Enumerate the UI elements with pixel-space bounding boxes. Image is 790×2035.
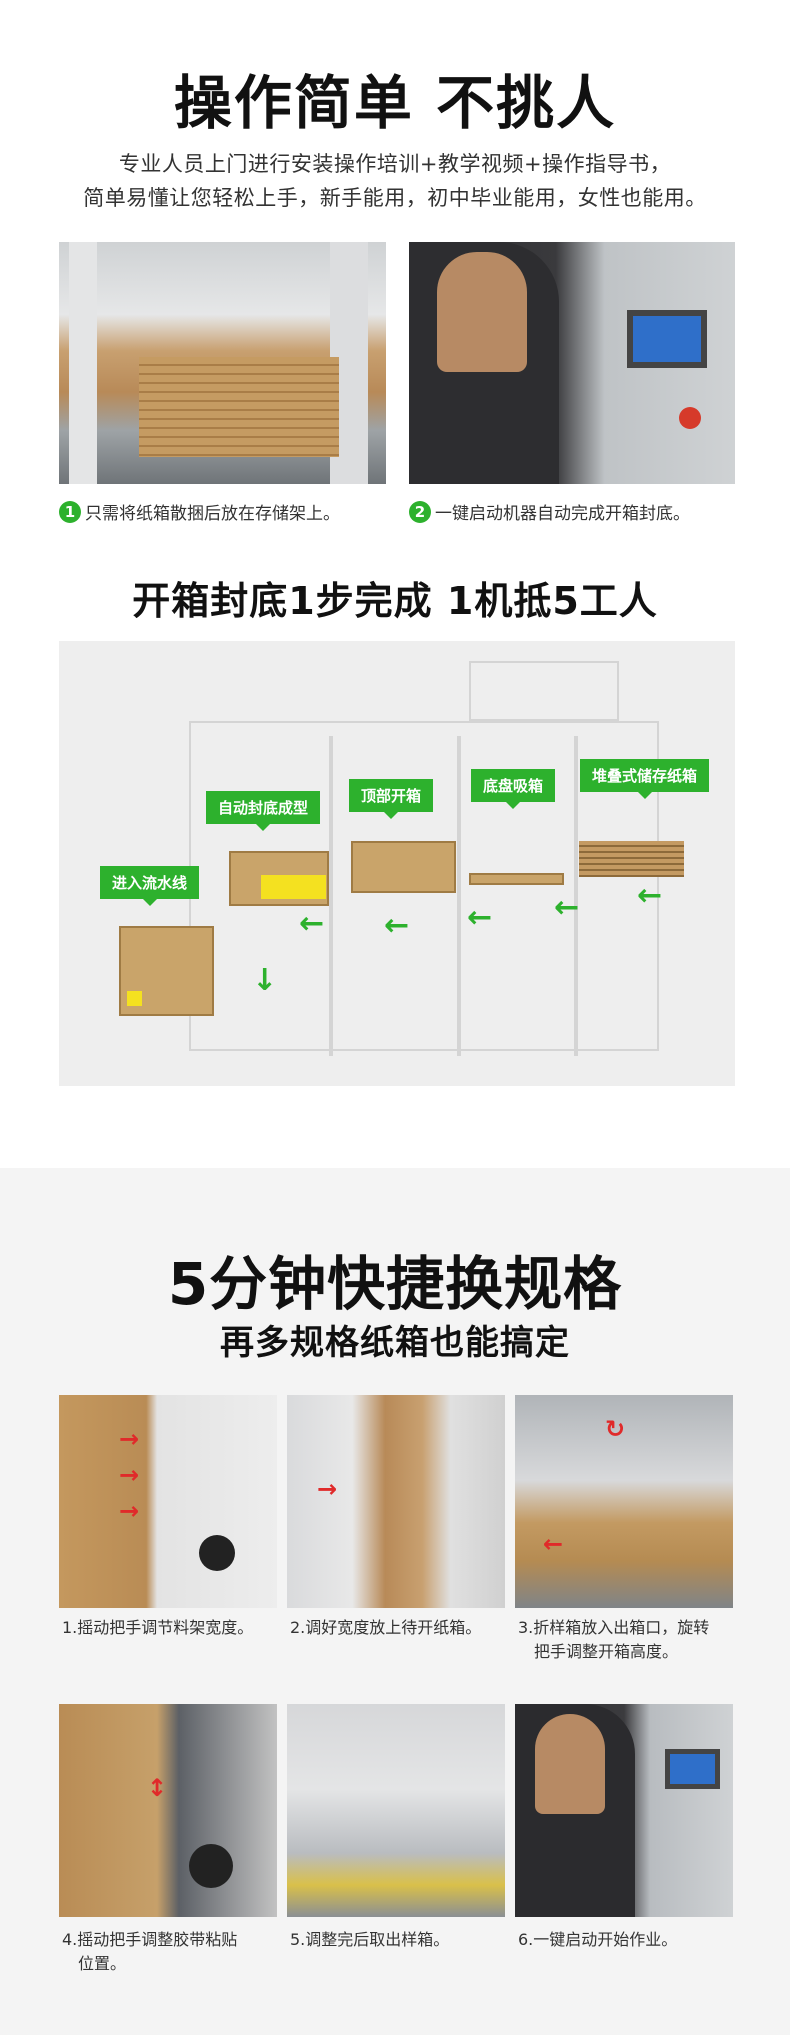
machine-outline [329, 736, 333, 1056]
carton-finished [119, 926, 214, 1016]
step-caption-quick-4: 4.摇动把手调整胶带粘贴 位置。 [62, 1928, 292, 1976]
carton-flat-suction [469, 873, 564, 885]
section-subtitle-line2: 简单易懂让您轻松上手，新手能用，初中毕业能用，女性也能用。 [83, 186, 707, 210]
step-caption-quick-6: 6.一键启动开始作业。 [518, 1928, 748, 1952]
step-caption-line: 位置。 [78, 1954, 127, 1973]
step-caption-line: 把手调整开箱高度。 [534, 1642, 679, 1661]
step-caption-quick-2: 2.调好宽度放上待开纸箱。 [290, 1616, 520, 1640]
photo-step-2: → [287, 1395, 505, 1608]
section-title-one-step: 开箱封底1步完成 1机抵5工人 [132, 579, 658, 623]
section-subtitle-quick-change: 再多规格纸箱也能搞定 [220, 1323, 570, 1363]
tag-stacked-storage: 堆叠式储存纸箱 [580, 759, 710, 799]
photo-carton-storage-rack [59, 242, 386, 484]
section-title-easy-operation: 操作简单 不挑人 [173, 69, 617, 137]
step-caption-line: 2.调好宽度放上待开纸箱。 [290, 1618, 482, 1637]
step-caption-line: 6.一键启动开始作业。 [518, 1930, 678, 1949]
photo-step-6 [515, 1704, 733, 1917]
section-title-quick-change: 5分钟快捷换规格 [167, 1250, 623, 1318]
step-caption-line: 5.调整完后取出样箱。 [290, 1930, 450, 1949]
arrow-left-icon: ← [384, 908, 410, 943]
step-caption-line: 3.折样箱放入出箱口，旋转 [518, 1618, 710, 1637]
carton-stack [579, 841, 684, 877]
machine-outline [457, 736, 461, 1056]
photo-operator-touchscreen [409, 242, 735, 484]
tag-enter-line: 进入流水线 [100, 866, 200, 906]
arrow-left-icon: ← [467, 900, 493, 935]
carton-top-open [351, 841, 456, 893]
step-caption-quick-5: 5.调整完后取出样箱。 [290, 1928, 520, 1952]
arrow-down-icon: ↓ [252, 963, 278, 998]
machine-outline [469, 661, 619, 721]
machine-outline [574, 736, 578, 1056]
step-caption-text: 一键启动机器自动完成开箱封底。 [435, 504, 690, 524]
photo-step-1: → → → [59, 1395, 277, 1608]
carton-bottom-sealed [229, 851, 329, 906]
tag-suction-base: 底盘吸箱 [471, 769, 556, 809]
step-number-badge: 2 [409, 500, 431, 523]
step-caption-text: 只需将纸箱散捆后放在存储架上。 [85, 504, 340, 524]
step-caption-line: 1.摇动把手调节料架宽度。 [62, 1618, 254, 1637]
tag-auto-bottom-seal: 自动封底成型 [206, 791, 321, 831]
arrow-left-icon: ← [637, 878, 663, 913]
step-number-badge: 1 [59, 500, 81, 523]
photo-step-5 [287, 1704, 505, 1917]
tag-top-open: 顶部开箱 [349, 779, 434, 819]
photo-step-4: ↕ [59, 1704, 277, 1917]
arrow-left-icon: ← [299, 906, 325, 941]
arrow-left-icon: ← [554, 890, 580, 925]
step-caption-quick-1: 1.摇动把手调节料架宽度。 [62, 1616, 292, 1640]
section-subtitle-line1: 专业人员上门进行安装操作培训+教学视频+操作指导书， [118, 152, 672, 176]
step-caption-1: 1 只需将纸箱散捆后放在存储架上。 [59, 499, 340, 524]
step-caption-quick-3: 3.折样箱放入出箱口，旋转 把手调整开箱高度。 [518, 1616, 748, 1664]
step-caption-line: 4.摇动把手调整胶带粘贴 [62, 1930, 238, 1949]
step-caption-2: 2 一键启动机器自动完成开箱封底。 [409, 499, 690, 524]
process-diagram: 进入流水线 自动封底成型 顶部开箱 底盘吸箱 堆叠式储存纸箱 ← ← ← ← ←… [59, 641, 735, 1086]
photo-step-3: ↻ ← [515, 1395, 733, 1608]
